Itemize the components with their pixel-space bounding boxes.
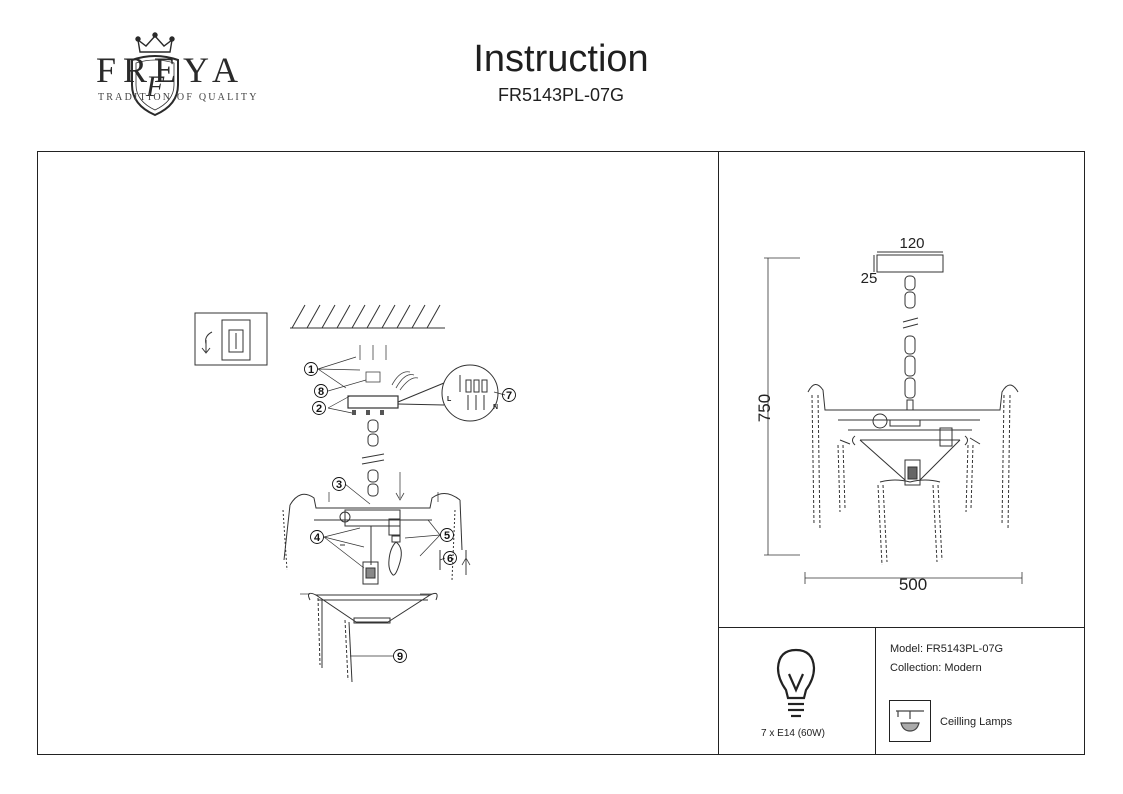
dimension-canopy-width: 120 — [899, 235, 924, 252]
canopy-screws — [352, 410, 384, 415]
dimension-canopy-height: 25 — [861, 270, 878, 287]
callout-6: 6 — [443, 551, 457, 565]
callout-5: 5 — [440, 528, 454, 542]
brand-monogram: F — [145, 70, 165, 103]
svg-text:2: 2 — [316, 403, 322, 415]
light-bulb-icon — [776, 648, 816, 718]
callout-leaders — [317, 356, 506, 657]
instruction-frame — [37, 151, 1085, 755]
power-off-icon — [194, 312, 268, 366]
wiring-label-l: L — [447, 396, 452, 403]
dimension-total-height: 750 — [755, 394, 774, 422]
svg-text:7: 7 — [506, 390, 512, 402]
svg-text:1: 1 — [308, 364, 314, 376]
ceiling-hatch — [290, 304, 445, 329]
ceiling-lamp-icon — [896, 710, 924, 732]
document-model-code: FR5143PL-07G — [497, 85, 625, 105]
crystal-strands — [811, 394, 1011, 566]
ceiling-lamp-icon-box — [889, 700, 931, 742]
wiring-detail — [397, 364, 499, 422]
spec-divider-vertical — [875, 627, 876, 755]
bulb-spec: 7 x E14 (60W) — [761, 728, 825, 739]
callout-1: 1 — [304, 362, 318, 376]
dimension-lines — [764, 257, 1023, 584]
svg-text:5: 5 — [444, 530, 450, 542]
lower-tray — [308, 592, 438, 683]
svg-text:8: 8 — [318, 386, 324, 398]
callout-2: 2 — [312, 401, 326, 415]
shield-monogram-icon: F — [131, 55, 179, 117]
collection-spec: Collection: Modern — [890, 662, 982, 674]
brand-name: FREYA — [96, 50, 246, 90]
mounting-screws — [359, 345, 419, 391]
frame-divider-vertical — [718, 151, 719, 755]
frame-divider-horizontal — [718, 627, 1085, 628]
wiring-label-n: N — [493, 404, 498, 411]
callout-8: 8 — [314, 384, 328, 398]
model-spec: Model: FR5143PL-07G — [890, 643, 1004, 655]
brand-tagline: TRADITION OF QUALITY — [98, 92, 259, 103]
svg-text:9: 9 — [397, 651, 403, 663]
callout-3: 3 — [332, 477, 346, 491]
svg-text:6: 6 — [447, 553, 453, 565]
chandelier-frame — [807, 384, 1019, 486]
callout-4: 4 — [310, 530, 324, 544]
callout-7: 7 — [502, 388, 516, 402]
document-title: Instruction — [473, 38, 649, 80]
category-spec: Ceilling Lamps — [940, 716, 1013, 728]
upper-frame — [282, 493, 463, 581]
brand-logo: F — [131, 32, 179, 117]
chain — [361, 419, 385, 497]
svg-text:3: 3 — [336, 479, 342, 491]
callout-9: 9 — [393, 649, 407, 663]
crown-icon — [135, 32, 175, 53]
dimension-total-width: 500 — [899, 575, 927, 594]
svg-text:4: 4 — [314, 532, 321, 544]
canopy — [876, 254, 944, 273]
chain-drawing — [902, 275, 919, 411]
